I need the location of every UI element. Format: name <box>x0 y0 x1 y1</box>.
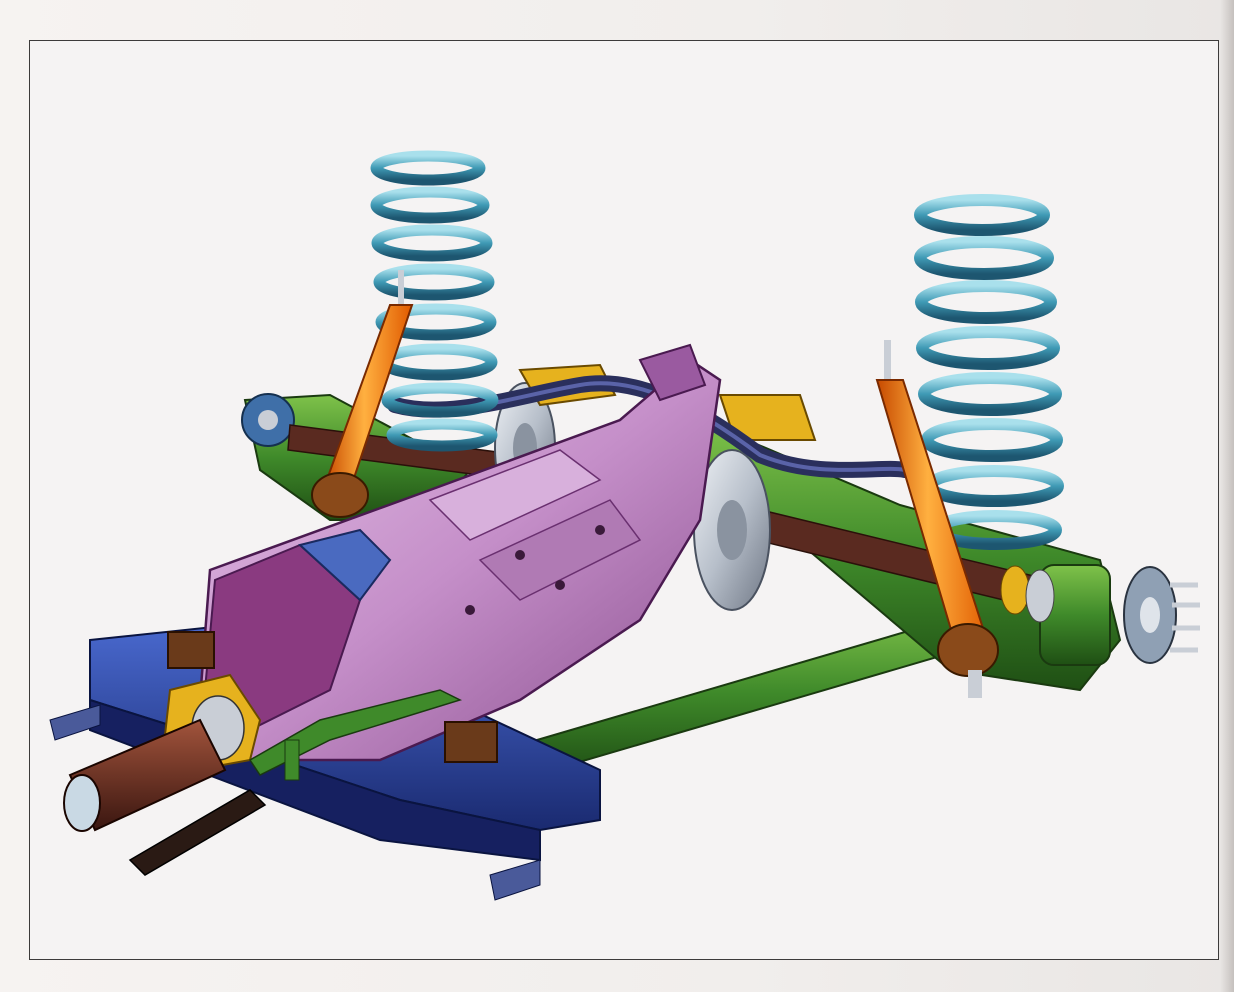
coil-spring-right <box>914 194 1064 550</box>
transaxle-housing <box>198 343 722 762</box>
shock-absorber-right <box>875 340 999 698</box>
gearbox-mount-left <box>167 631 215 669</box>
shock-absorber-left <box>311 270 414 518</box>
page-edge-shadow <box>1220 0 1234 992</box>
gearbox-mount-right <box>444 721 498 763</box>
exhaust-pipe <box>63 718 267 876</box>
gear-linkage <box>248 689 463 781</box>
wheel-hub-right <box>1039 564 1200 666</box>
brake-disc-right <box>693 449 771 611</box>
